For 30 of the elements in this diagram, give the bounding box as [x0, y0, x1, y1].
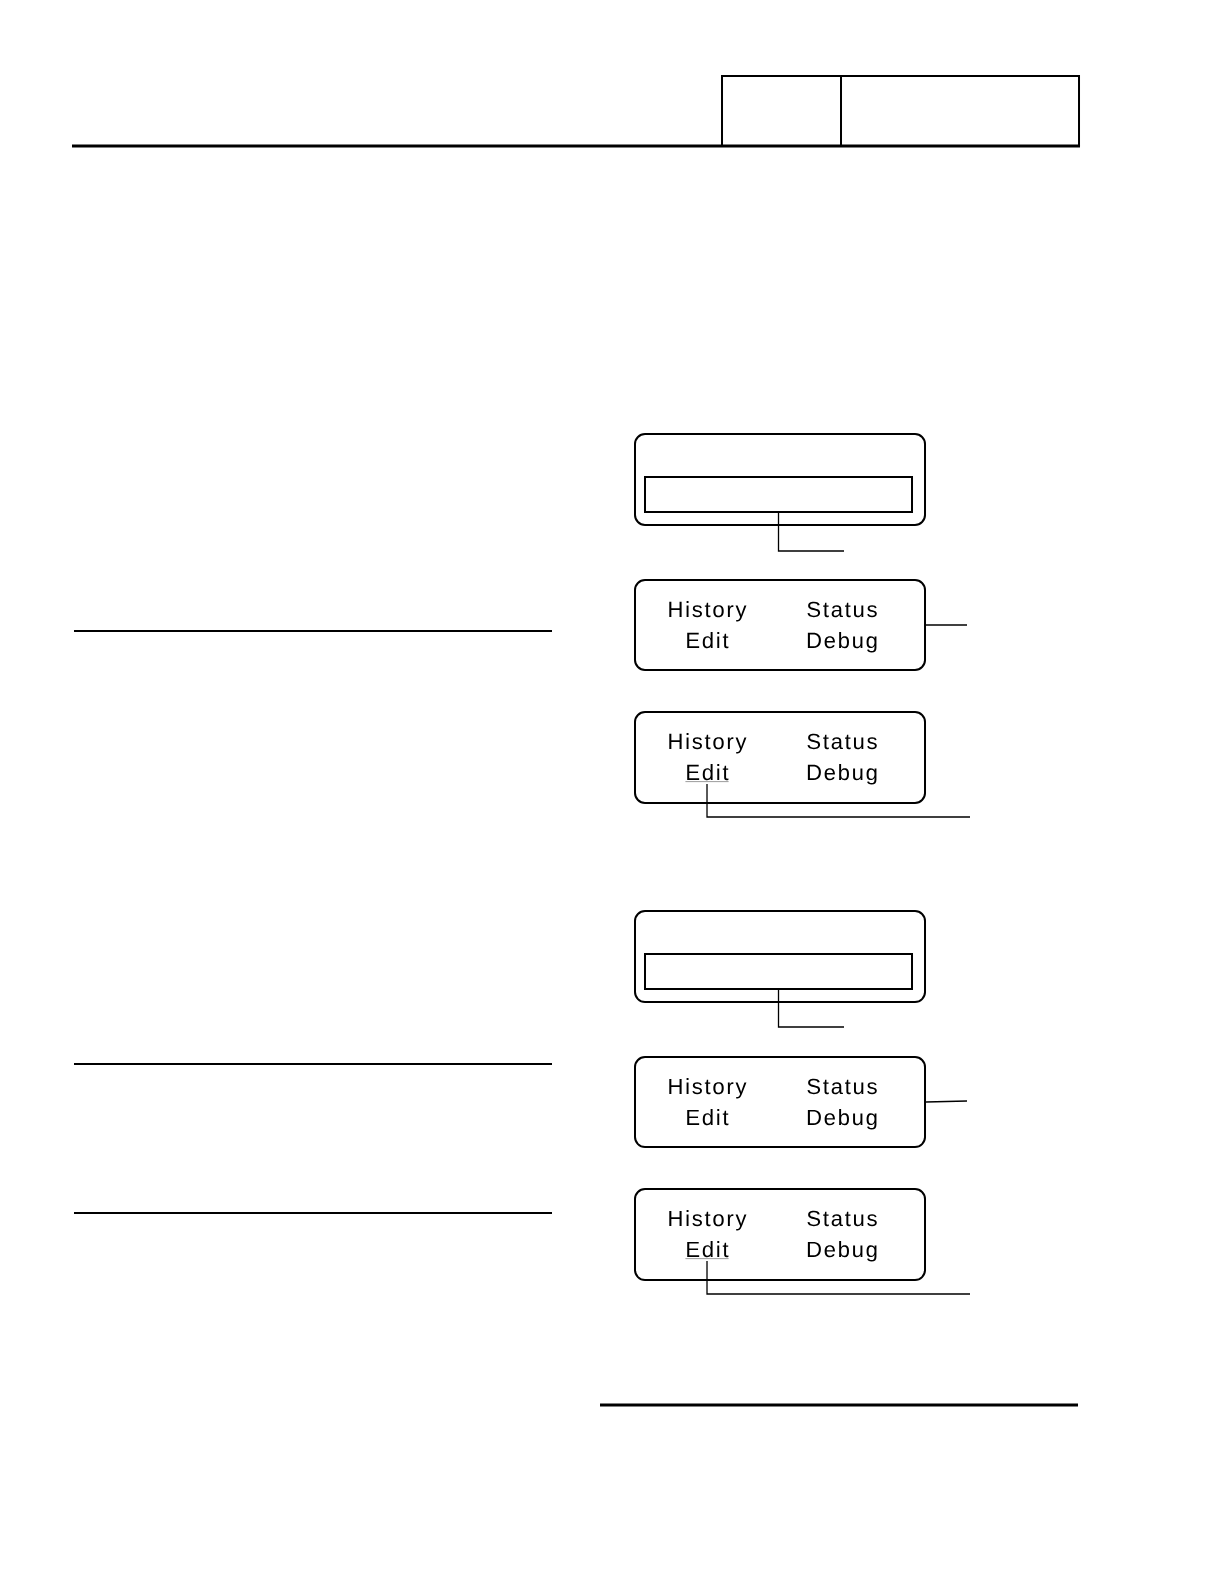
menu-option: Debug [807, 1241, 877, 1262]
menu-option: Status [807, 1078, 877, 1095]
leader-line [706, 783, 971, 818]
menu-option: Debug [807, 632, 877, 653]
display-screen [634, 711, 926, 804]
menu-option: Debug [807, 1109, 877, 1130]
menu-option: History [669, 601, 747, 622]
selected-option: Edit [685, 1241, 729, 1259]
display-field [644, 953, 913, 990]
menu-option: Status [807, 601, 877, 618]
leader-line [925, 1100, 968, 1103]
menu-option: History [669, 733, 747, 754]
menu-option: History [669, 1210, 747, 1231]
leader-line [925, 624, 968, 626]
menu-option: Status [807, 733, 877, 750]
menu-option: Edit [687, 1109, 729, 1126]
leader-line [777, 989, 845, 1028]
menu-option: Edit [687, 632, 729, 649]
menu-option: History [669, 1078, 747, 1099]
display-screen [634, 1056, 926, 1148]
leader-line [706, 1260, 971, 1295]
selected-option: Edit [685, 764, 729, 782]
display-field [644, 476, 913, 513]
display-screen [634, 1188, 926, 1281]
display-screen [634, 910, 926, 1003]
display-screen [634, 433, 926, 526]
menu-option: Status [807, 1210, 877, 1227]
menu-option: Debug [807, 764, 877, 785]
display-screen [634, 579, 926, 671]
leader-line [777, 512, 845, 552]
